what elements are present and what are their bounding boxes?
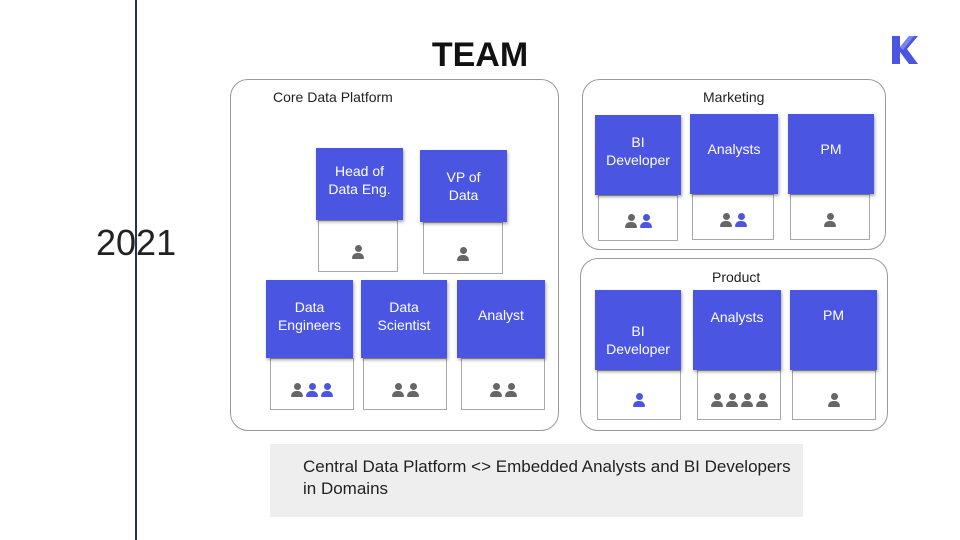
person-icon	[290, 383, 304, 397]
person-icon	[391, 383, 405, 397]
people-group	[351, 245, 365, 259]
marketing-panel-label: Marketing	[703, 89, 765, 105]
role-title-box: Analyst	[457, 280, 545, 358]
role-tray	[363, 358, 447, 410]
role-title: BI Developer	[606, 323, 670, 357]
person-icon	[740, 393, 754, 407]
person-icon	[734, 213, 748, 227]
role-tray	[318, 220, 398, 272]
role-title: Analyst	[478, 307, 524, 323]
person-icon	[320, 383, 334, 397]
person-icon	[755, 393, 769, 407]
role-tray	[461, 358, 545, 410]
role-title: PM	[820, 141, 842, 157]
role-title-box: BI Developer	[595, 115, 681, 195]
person-icon	[725, 393, 739, 407]
k-logo	[892, 36, 918, 64]
role-title-box: Data Scientist	[361, 280, 447, 358]
person-icon	[456, 247, 470, 261]
people-group	[719, 213, 748, 227]
people-group	[827, 393, 841, 407]
role-title: Head of Data Eng.	[328, 163, 391, 197]
people-group	[632, 393, 646, 407]
people-group	[624, 214, 653, 228]
person-icon	[632, 393, 646, 407]
product-panel-label: Product	[712, 269, 761, 285]
person-icon	[624, 214, 638, 228]
person-icon	[305, 383, 319, 397]
role-tray	[790, 194, 870, 240]
person-icon	[639, 214, 653, 228]
role-title-box: Analysts	[693, 290, 781, 370]
people-group	[823, 213, 837, 227]
role-tray	[792, 370, 876, 420]
core-panel-label: Core Data Platform	[273, 89, 393, 105]
timeline-line	[135, 0, 137, 540]
people-group	[489, 383, 518, 397]
role-tray	[697, 370, 781, 420]
role-tray	[597, 370, 681, 420]
role-tray	[692, 194, 774, 240]
summary-caption: Central Data Platform <> Embedded Analys…	[270, 444, 803, 517]
role-title-box: PM	[790, 290, 877, 370]
person-icon	[827, 393, 841, 407]
role-title-box: PM	[788, 114, 874, 194]
role-title: Data Scientist	[377, 299, 431, 333]
role-title-box: Analysts	[690, 114, 778, 194]
person-icon	[489, 383, 503, 397]
role-tray	[598, 195, 678, 241]
role-tray	[270, 358, 354, 410]
role-title: VP of Data	[446, 169, 481, 203]
role-title-box: VP of Data	[420, 150, 507, 222]
role-title: PM	[823, 307, 844, 323]
person-icon	[719, 213, 733, 227]
role-title: Analysts	[710, 309, 764, 325]
person-icon	[710, 393, 724, 407]
role-title-box: BI Developer	[595, 290, 681, 370]
person-icon	[823, 213, 837, 227]
people-group	[456, 247, 470, 261]
person-icon	[351, 245, 365, 259]
role-title: Data Engineers	[277, 299, 342, 333]
role-title: BI Developer	[606, 134, 670, 168]
role-tray	[423, 222, 503, 274]
role-title-box: Head of Data Eng.	[316, 148, 403, 220]
role-title: Analysts	[707, 141, 761, 157]
person-icon	[406, 383, 420, 397]
year-label: 2021	[96, 222, 177, 263]
page-title: TEAM	[431, 36, 529, 74]
people-group	[290, 383, 334, 397]
people-group	[391, 383, 420, 397]
role-title-box: Data Engineers	[266, 280, 353, 358]
people-group	[710, 393, 769, 407]
person-icon	[504, 383, 518, 397]
